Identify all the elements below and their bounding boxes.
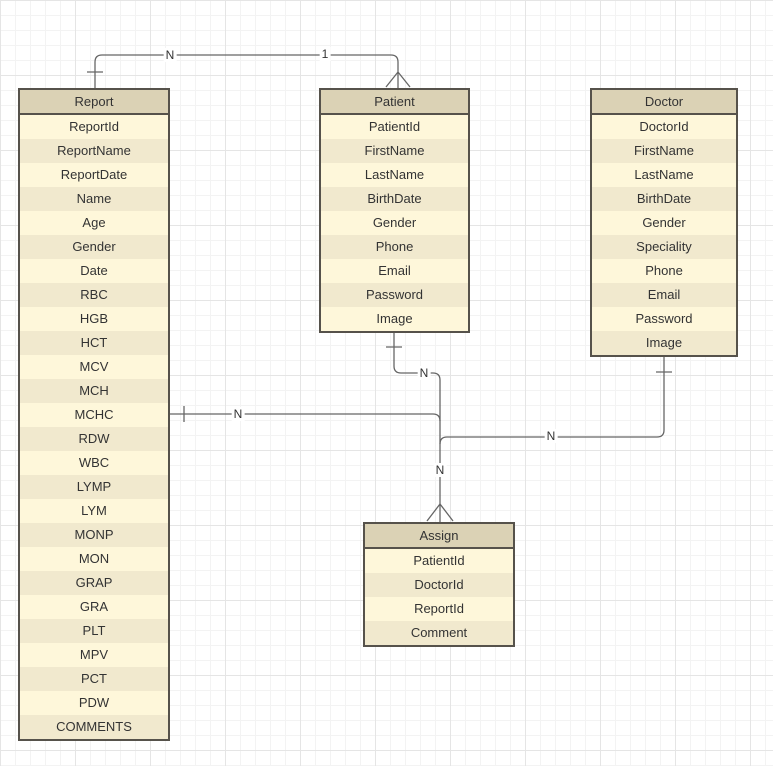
cardinality-label-n[interactable]: N: [417, 366, 431, 380]
field-doctor-password[interactable]: Password: [592, 307, 736, 331]
field-report-rbc[interactable]: RBC: [20, 283, 168, 307]
field-patient-gender[interactable]: Gender: [321, 211, 468, 235]
field-report-pct[interactable]: PCT: [20, 667, 168, 691]
field-doctor-phone[interactable]: Phone: [592, 259, 736, 283]
field-report-rdw[interactable]: RDW: [20, 427, 168, 451]
field-report-lymp[interactable]: LYMP: [20, 475, 168, 499]
field-report-pdw[interactable]: PDW: [20, 691, 168, 715]
field-assign-comment[interactable]: Comment: [365, 621, 513, 645]
field-doctor-image[interactable]: Image: [592, 331, 736, 355]
field-assign-reportid[interactable]: ReportId: [365, 597, 513, 621]
cardinality-label-n[interactable]: N: [433, 463, 447, 477]
field-patient-image[interactable]: Image: [321, 307, 468, 331]
field-report-reportid[interactable]: ReportId: [20, 115, 168, 139]
cardinality-label-1[interactable]: 1: [319, 47, 331, 61]
cardinality-label-n[interactable]: N: [163, 48, 177, 62]
field-report-comments[interactable]: COMMENTS: [20, 715, 168, 739]
field-report-mch[interactable]: MCH: [20, 379, 168, 403]
entity-title-doctor[interactable]: Doctor: [592, 90, 736, 115]
field-report-reportname[interactable]: ReportName: [20, 139, 168, 163]
field-report-name[interactable]: Name: [20, 187, 168, 211]
field-assign-doctorid[interactable]: DoctorId: [365, 573, 513, 597]
field-doctor-firstname[interactable]: FirstName: [592, 139, 736, 163]
field-report-mchc[interactable]: MCHC: [20, 403, 168, 427]
crow-foot-assign: [426, 503, 454, 522]
field-patient-birthdate[interactable]: BirthDate: [321, 187, 468, 211]
field-doctor-lastname[interactable]: LastName: [592, 163, 736, 187]
field-patient-password[interactable]: Password: [321, 283, 468, 307]
cardinality-label-n[interactable]: N: [544, 429, 558, 443]
field-assign-patientid[interactable]: PatientId: [365, 549, 513, 573]
field-report-hgb[interactable]: HGB: [20, 307, 168, 331]
field-doctor-doctorid[interactable]: DoctorId: [592, 115, 736, 139]
field-report-gra[interactable]: GRA: [20, 595, 168, 619]
field-doctor-gender[interactable]: Gender: [592, 211, 736, 235]
field-report-lym[interactable]: LYM: [20, 499, 168, 523]
edge-report-patient[interactable]: [87, 54, 411, 88]
field-doctor-birthdate[interactable]: BirthDate: [592, 187, 736, 211]
entity-title-patient[interactable]: Patient: [321, 90, 468, 115]
field-report-date[interactable]: Date: [20, 259, 168, 283]
field-patient-lastname[interactable]: LastName: [321, 163, 468, 187]
field-report-age[interactable]: Age: [20, 211, 168, 235]
edge-report-assign[interactable]: [170, 406, 441, 422]
field-report-mpv[interactable]: MPV: [20, 643, 168, 667]
entity-title-report[interactable]: Report: [20, 90, 168, 115]
field-doctor-email[interactable]: Email: [592, 283, 736, 307]
field-report-wbc[interactable]: WBC: [20, 451, 168, 475]
edge-doctor-assign[interactable]: [439, 355, 672, 445]
field-report-plt[interactable]: PLT: [20, 619, 168, 643]
field-report-monp[interactable]: MONP: [20, 523, 168, 547]
cardinality-label-n[interactable]: N: [231, 407, 245, 421]
field-report-grap[interactable]: GRAP: [20, 571, 168, 595]
field-patient-firstname[interactable]: FirstName: [321, 139, 468, 163]
field-patient-phone[interactable]: Phone: [321, 235, 468, 259]
field-patient-patientid[interactable]: PatientId: [321, 115, 468, 139]
field-patient-email[interactable]: Email: [321, 259, 468, 283]
entity-title-assign[interactable]: Assign: [365, 524, 513, 549]
field-doctor-speciality[interactable]: Speciality: [592, 235, 736, 259]
edge-patient-assign[interactable]: [386, 331, 441, 504]
field-report-gender[interactable]: Gender: [20, 235, 168, 259]
field-report-hct[interactable]: HCT: [20, 331, 168, 355]
field-report-mon[interactable]: MON: [20, 547, 168, 571]
field-report-mcv[interactable]: MCV: [20, 355, 168, 379]
field-report-reportdate[interactable]: ReportDate: [20, 163, 168, 187]
